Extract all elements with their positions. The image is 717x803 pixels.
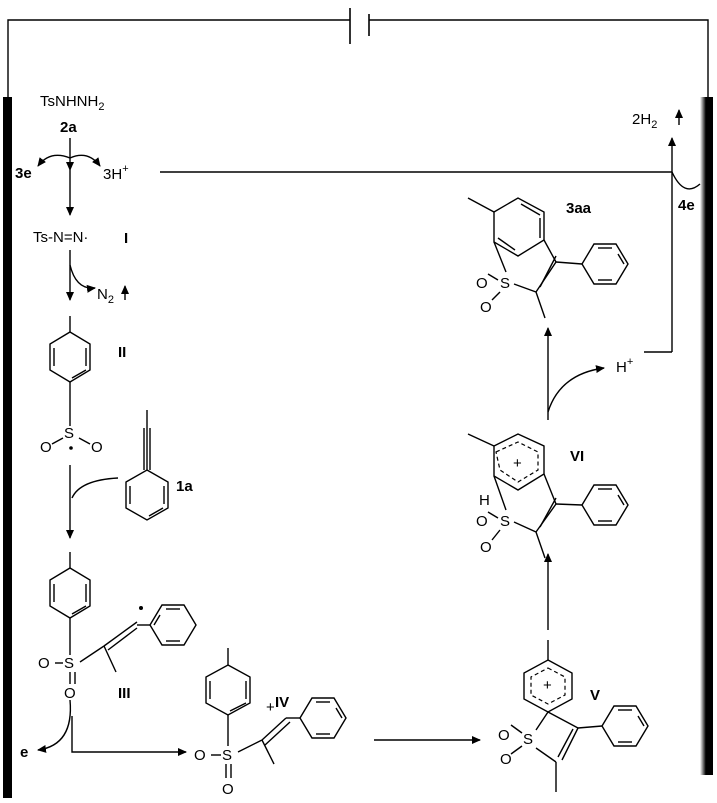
hydrogen-gas: 2H2 xyxy=(632,111,657,131)
anode-electrode xyxy=(3,97,12,798)
svg-text:O: O xyxy=(40,439,52,456)
svg-text:O: O xyxy=(480,539,492,556)
svg-text:O: O xyxy=(476,275,488,292)
svg-text:O: O xyxy=(222,781,234,798)
proton-H: H+ xyxy=(616,356,633,376)
svg-text:H: H xyxy=(479,492,490,509)
nitrogen-gas: N2 xyxy=(97,286,114,306)
svg-text:S: S xyxy=(222,747,232,764)
label-III: III xyxy=(118,685,131,702)
structure-3aa: S O O xyxy=(467,197,629,319)
svg-text:O: O xyxy=(498,727,510,744)
protons-3h: 3H+ xyxy=(103,163,129,183)
svg-text:S: S xyxy=(64,425,74,442)
label-3aa: 3aa xyxy=(566,200,592,217)
label-VI: VI xyxy=(570,448,584,465)
svg-text:S: S xyxy=(64,655,74,672)
structure-IV: S O O + xyxy=(194,648,347,798)
svg-text:+: + xyxy=(543,677,552,694)
svg-text:S: S xyxy=(500,275,510,292)
reagent-formula: TsNHNH2 xyxy=(40,93,104,113)
svg-text:S: S xyxy=(523,731,533,748)
svg-text:O: O xyxy=(476,513,488,530)
svg-text:O: O xyxy=(500,751,512,768)
structure-V: + S O O xyxy=(498,640,649,792)
structure-II: S O O xyxy=(40,316,103,456)
radical-I-formula: Ts-N=N· xyxy=(33,229,88,246)
structure-III: S O O xyxy=(38,552,197,702)
electrons-3e: 3e xyxy=(15,165,32,182)
label-V: V xyxy=(590,687,600,704)
label-II: II xyxy=(118,344,126,361)
svg-text:+: + xyxy=(266,699,275,716)
svg-text:+: + xyxy=(513,455,522,472)
structure-1a xyxy=(125,410,169,521)
cathode-electrode xyxy=(700,97,713,775)
svg-text:O: O xyxy=(38,655,50,672)
label-IV: IV xyxy=(275,694,289,711)
reagent-label-2a: 2a xyxy=(60,119,77,136)
svg-text:S: S xyxy=(500,513,510,530)
label-1a: 1a xyxy=(176,478,193,495)
electrons-4e: 4e xyxy=(678,197,695,214)
svg-text:O: O xyxy=(194,747,206,764)
circuit-wire xyxy=(7,8,709,97)
electron-e: e xyxy=(20,744,28,761)
structure-VI: + H S O O xyxy=(467,433,629,559)
svg-text:O: O xyxy=(91,439,103,456)
svg-text:O: O xyxy=(64,685,76,702)
svg-text:O: O xyxy=(480,299,492,316)
radical-I-label: I xyxy=(124,230,128,247)
